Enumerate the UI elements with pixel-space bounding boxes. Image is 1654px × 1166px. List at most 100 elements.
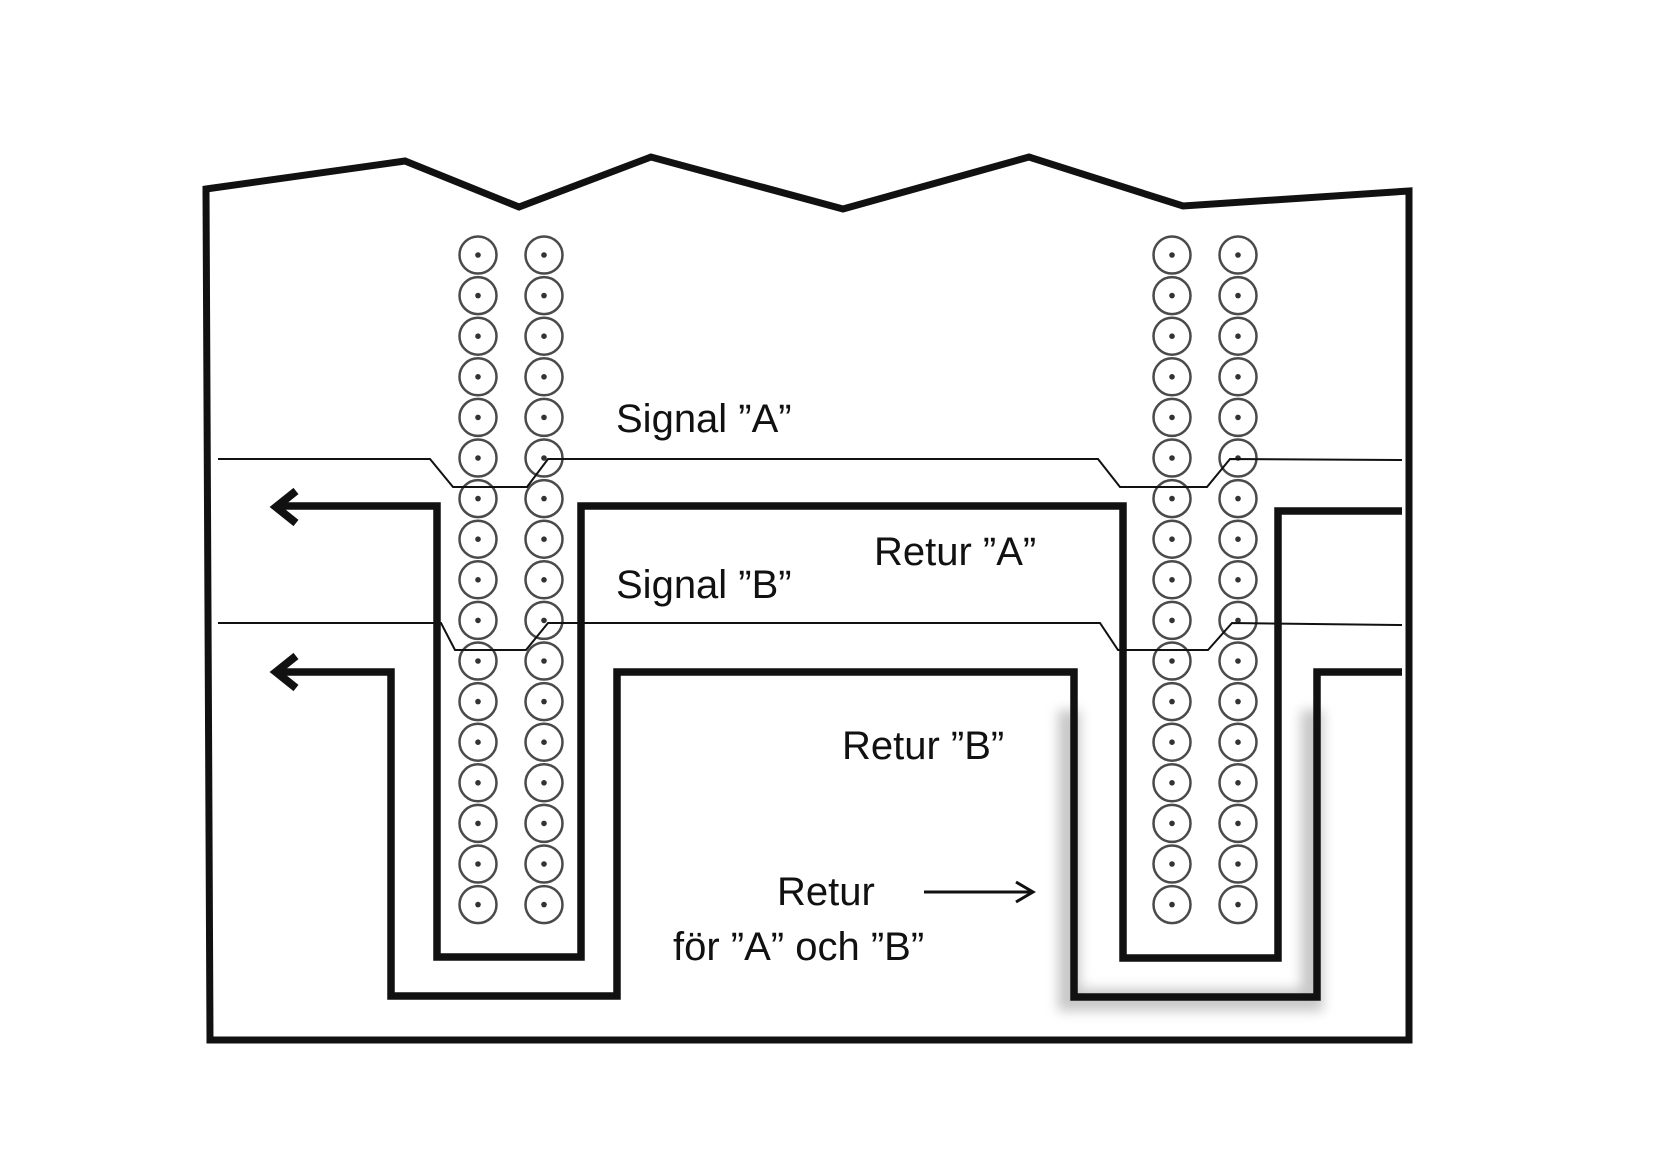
via [458,722,498,762]
via [458,844,498,884]
via-center-dot [1169,374,1175,380]
signal-b-trace [218,621,1403,651]
via-ring [524,235,564,275]
via-ring [524,844,564,884]
return-b-label: Retur ”B” [842,724,1004,768]
via-ring [1152,560,1192,600]
via-center-dot [475,739,481,745]
via-center-dot [1235,901,1241,908]
via-center-dot [1169,252,1175,258]
via [524,681,564,722]
via-ring [458,560,498,600]
via-center-dot [1235,252,1241,258]
via-center-dot [475,536,481,542]
via-center-dot [475,658,481,664]
via-center-dot [1169,536,1175,542]
via-ring [1218,681,1258,722]
via [1218,438,1258,478]
via-center-dot [1169,658,1175,664]
via [1218,478,1258,519]
via [1152,641,1192,681]
via-ring [458,884,498,925]
via-center-dot [1235,820,1241,827]
via-ring [458,275,498,316]
via-center-dot [1169,698,1175,705]
via-center-dot [1169,739,1175,745]
return-b-path [282,668,1402,1001]
via [1152,844,1192,884]
via [1152,235,1192,275]
via-ring [1152,357,1192,397]
via-ring [1152,275,1192,316]
via [458,316,498,356]
via [1218,316,1258,356]
via-ring [1152,478,1192,519]
via-ring [1152,316,1192,356]
via [524,884,564,925]
via [524,357,564,397]
return-a-arrow-icon [269,487,299,527]
via-center-dot [541,739,547,745]
via [1152,884,1192,925]
via-ring [524,560,564,600]
via-center-dot [475,252,481,258]
via-center-dot [541,820,547,827]
via-center-dot [475,820,481,827]
via-ring [1218,884,1258,925]
via-ring [1152,681,1192,722]
via [1152,600,1192,641]
via-center-dot [475,780,481,786]
via-center-dot [475,617,481,624]
via-ring [524,519,564,559]
via-center-dot [475,455,481,461]
via-center-dot [1235,658,1241,664]
via-center-dot [1169,495,1175,502]
via [458,803,498,844]
via-center-dot [541,577,547,583]
via-center-dot [475,698,481,705]
via [524,397,564,438]
via [1152,722,1192,762]
via-ring [1218,478,1258,519]
via [524,275,564,316]
via-ring [524,478,564,519]
via-center-dot [1169,820,1175,827]
via-center-dot [1235,495,1241,502]
via [524,844,564,884]
via-center-dot [1235,617,1241,624]
via-ring [1218,600,1258,641]
via-ring [1152,600,1192,641]
via-center-dot [541,658,547,664]
via [1218,803,1258,844]
via-center-dot [541,698,547,705]
via-ring [458,600,498,641]
shared-return-pointer-arrow-icon [924,880,1036,904]
via-center-dot [1235,739,1241,745]
via-center-dot [1235,698,1241,705]
via-center-dot [541,617,547,624]
via [524,600,564,641]
via-ring [458,235,498,275]
via-ring [1152,844,1192,884]
via [1218,275,1258,316]
via-ring [458,438,498,478]
via-ring [524,275,564,316]
via-field [458,235,1258,925]
via-center-dot [541,374,547,380]
via-center-dot [1235,292,1241,299]
via-center-dot [475,333,481,340]
via-ring [1152,763,1192,803]
via-ring [1152,803,1192,844]
via-ring [524,397,564,438]
via-ring [524,722,564,762]
via-center-dot [541,292,547,299]
via-center-dot [1235,577,1241,583]
via-ring [1152,519,1192,559]
via-center-dot [1169,780,1175,786]
via-ring [1218,641,1258,681]
via-center-dot [1169,292,1175,299]
via-ring [458,357,498,397]
via-center-dot [541,901,547,908]
via [1218,600,1258,641]
via [458,681,498,722]
